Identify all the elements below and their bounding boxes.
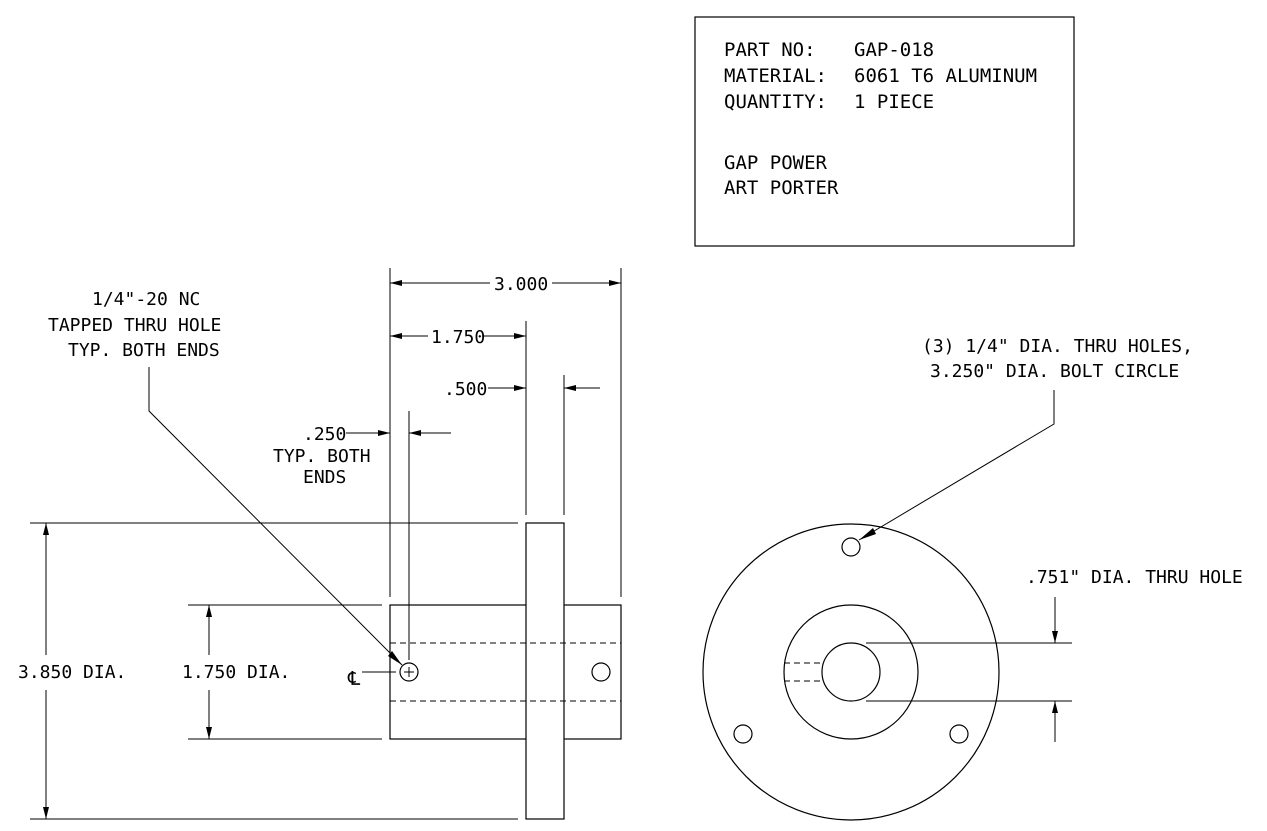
end-view: (3) 1/4" DIA. THRU HOLES, 3.250" DIA. BO… (702, 336, 1243, 821)
company-name: GAP POWER (724, 152, 828, 174)
quantity-value: 1 PIECE (854, 91, 934, 113)
dim-3850-arrow-top (43, 523, 49, 535)
tap-note-leader-arrow (388, 651, 402, 665)
dim-500-arrow-left (514, 385, 526, 391)
hole-note-leader-arrow (859, 528, 876, 540)
flange-circle (702, 523, 1000, 821)
dim-hub-length: 1.750 (431, 327, 485, 348)
tap-note-line-1: 1/4"-20 NC (92, 289, 200, 310)
tapped-hole-right (591, 662, 611, 682)
dim-flange-dia: 3.850 DIA. (18, 662, 126, 683)
dim-1750-arrow-left (390, 333, 402, 339)
title-block-frame (694, 16, 1075, 247)
dim-751-arrow-top (1052, 631, 1058, 643)
material-label: MATERIAL: (724, 65, 827, 87)
dim-3850-arrow-bottom (43, 807, 49, 819)
dim-hub-dia: 1.750 DIA. (182, 662, 290, 683)
dim-250-arrow-right (409, 430, 421, 436)
hub-outline (389, 604, 622, 740)
hole-note-line-2: 3.250" DIA. BOLT CIRCLE (930, 361, 1179, 382)
bolt-hole-left (733, 724, 753, 744)
bore-note: .751" DIA. THRU HOLE (1026, 567, 1243, 588)
dim-tap-offset-note-1: TYP. BOTH (273, 446, 371, 467)
quantity-label: QUANTITY: (724, 91, 827, 113)
tapped-hole-left (399, 662, 419, 682)
flange-outline (525, 522, 565, 820)
tap-note-leader (148, 367, 403, 666)
dim-1750-arrow-right (514, 333, 526, 339)
bolt-hole-top (841, 537, 861, 557)
material-value: 6061 T6 ALUMINUM (854, 65, 1037, 87)
dim-overall-length: 3.000 (494, 274, 548, 295)
tap-note-line-2: TAPPED THRU HOLE (48, 315, 221, 336)
hub-circle (783, 604, 919, 740)
hole-note-leader (858, 390, 1055, 541)
dim-flange-thickness: .500 (444, 379, 487, 400)
hole-note-line-1: (3) 1/4" DIA. THRU HOLES, (922, 336, 1193, 357)
bore-circle (821, 642, 881, 702)
side-view: ℄ 3.000 1.750 .500 .250 TYP. BOTH ENDS (18, 268, 622, 820)
dim-1750dia-arrow-top (206, 605, 212, 617)
bolt-hole-right (949, 724, 969, 744)
dim-3000-arrow-right (609, 280, 621, 286)
dim-tap-offset-note-2: ENDS (303, 467, 346, 488)
part-no-value: GAP-018 (854, 39, 934, 61)
drawn-by: ART PORTER (724, 177, 839, 199)
title-block: PART NO: GAP-018 MATERIAL: 6061 T6 ALUMI… (694, 16, 1075, 247)
part-no-label: PART NO: (724, 39, 816, 61)
dim-3000-arrow-left (390, 280, 402, 286)
dim-751-arrow-bottom (1052, 701, 1058, 713)
tap-note-line-3: TYP. BOTH ENDS (68, 340, 220, 361)
dim-250-arrow-left (378, 430, 390, 436)
centerline-symbol: ℄ (347, 668, 361, 690)
dim-tap-offset: .250 (303, 424, 346, 445)
dim-1750dia-arrow-bottom (206, 727, 212, 739)
dim-500-arrow-right (564, 385, 576, 391)
